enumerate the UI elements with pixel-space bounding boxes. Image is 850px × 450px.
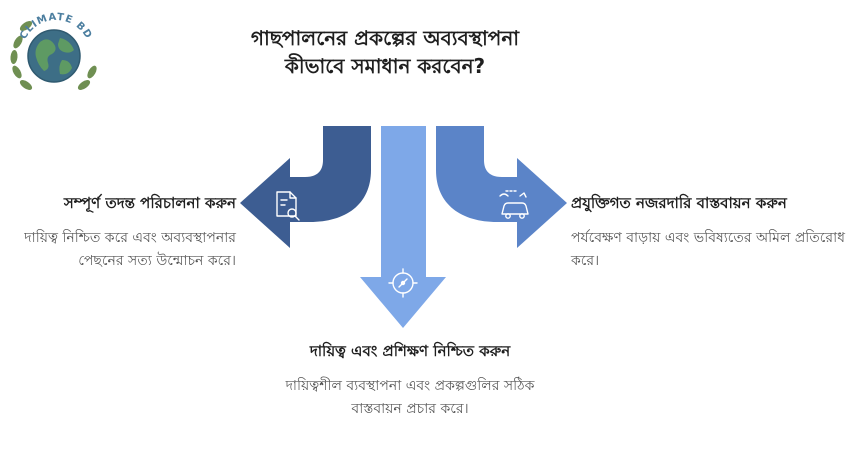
left-step-text: দায়িত্ব নিশ্চিত করে এবং অব্যবস্থাপনার প… — [24, 230, 236, 269]
bottom-step-text: দায়িত্বশীল ব্যবস্থাপনা এবং প্রকল্পগুলির… — [285, 378, 535, 417]
climate-bd-logo: CLIMATE BD — [10, 12, 97, 90]
right-arrow — [436, 126, 567, 248]
right-step-text: পর্যবেক্ষণ বাড়ায় এবং ভবিষ্যতের অমিল প্… — [571, 230, 846, 269]
right-step-heading: প্রযুক্তিগত নজরদারি বাস্তবায়ন করুন — [571, 194, 787, 212]
target-compass-icon — [388, 268, 418, 298]
center-arrow — [360, 126, 446, 328]
left-step-heading: সম্পূর্ণ তদন্ত পরিচালনা করুন — [63, 194, 236, 212]
bottom-step: দায়িত্ব এবং প্রশিক্ষণ নিশ্চিত করুন দায়… — [265, 340, 555, 421]
left-step: সম্পূর্ণ তদন্ত পরিচালনা করুন দায়িত্ব নি… — [14, 192, 236, 273]
bottom-step-heading: দায়িত্ব এবং প্রশিক্ষণ নিশ্চিত করুন — [309, 342, 511, 360]
surveillance-car-icon — [499, 190, 529, 219]
left-arrow — [240, 126, 371, 248]
document-search-icon — [276, 191, 300, 221]
diagram-title: গাছপালনের প্রকল্পের অব্যবস্থাপনা কীভাবে … — [250, 26, 520, 78]
right-step: প্রযুক্তিগত নজরদারি বাস্তবায়ন করুন পর্য… — [571, 192, 846, 273]
